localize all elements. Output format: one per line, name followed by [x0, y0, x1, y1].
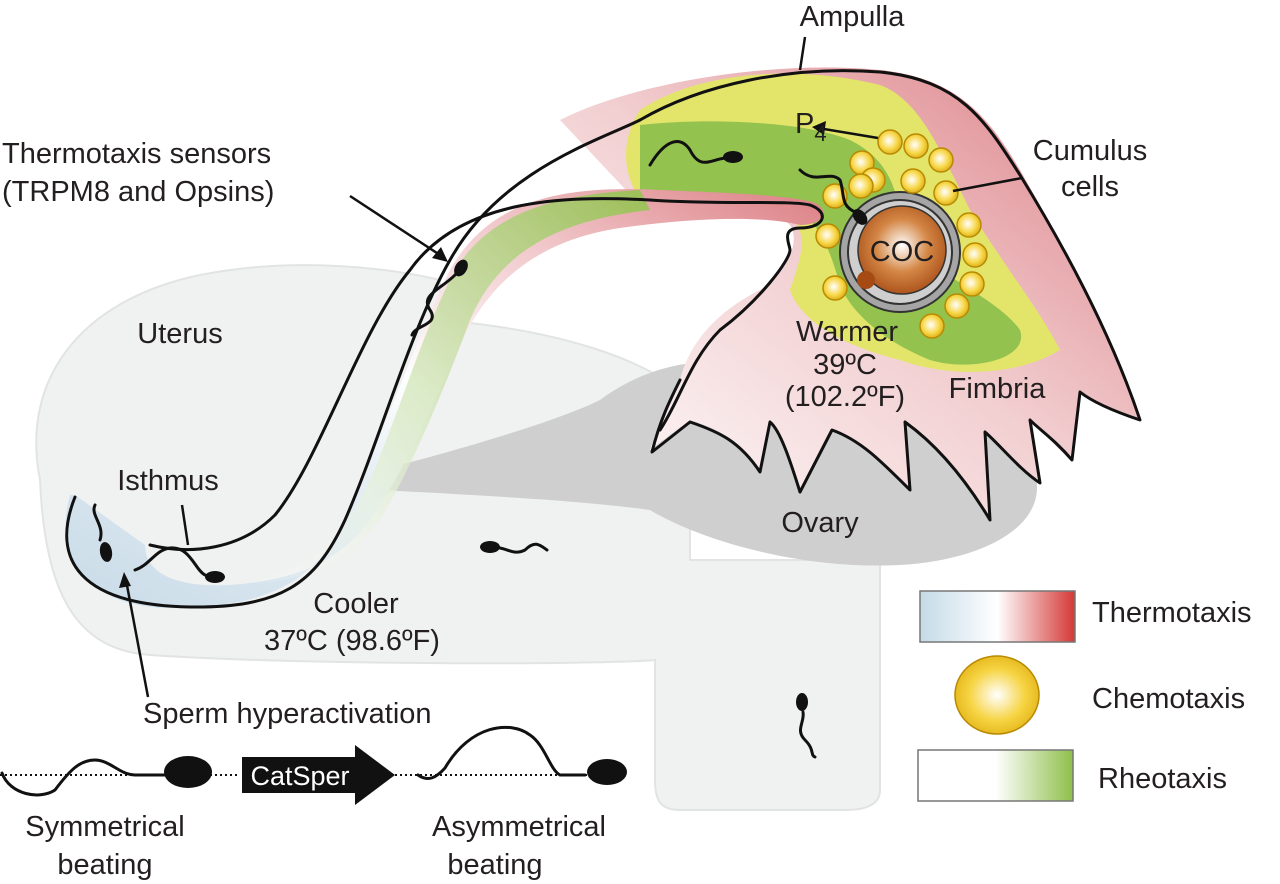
hyperactivation-label: Sperm hyperactivation [143, 698, 432, 730]
oviduct-outer-outline [65, 118, 642, 609]
sperm-isthmus-2 [133, 546, 225, 583]
warmer-line3: (102.2ºF) [785, 381, 905, 413]
asymmetric-line1: Asymmetrical [432, 811, 606, 843]
asymmetric-beating-sperm [395, 725, 627, 785]
thermo-sensors-line1: Thermotaxis sensors [2, 138, 271, 170]
legend-chemotaxis-icon [954, 655, 1040, 735]
sperm-uterus-1 [480, 541, 549, 554]
legend-chemotaxis-label: Chemotaxis [1092, 683, 1245, 715]
cumulus-cell [919, 313, 945, 339]
cumulus-cell [877, 129, 903, 155]
cooler-line1: Cooler [313, 588, 399, 620]
oocyte [857, 205, 947, 295]
hyperactivation-arrow [119, 572, 150, 698]
thermo-sensor-arrow [349, 194, 448, 262]
isthmus-label: Isthmus [117, 465, 219, 497]
cumulus-cell [933, 180, 959, 206]
p4-base: P [795, 108, 814, 140]
asymmetric-line2: beating [447, 849, 542, 881]
cumulus-cell [962, 242, 988, 268]
isthmus-leader [180, 504, 190, 546]
cumulus-label-line2: cells [1061, 171, 1119, 203]
cumulus-cell [848, 173, 874, 199]
cumulus-cell [959, 271, 985, 297]
sperm-ampulla-1 [648, 140, 743, 167]
catsper-arrow: CatSper [242, 745, 395, 805]
cumulus-cell [900, 168, 926, 194]
sperm-oviduct [410, 259, 468, 337]
symmetric-line1: Symmetrical [25, 811, 185, 843]
sperm-uterus-2 [796, 693, 817, 759]
legend-thermotaxis-label: Thermotaxis [1092, 597, 1252, 629]
legend: Thermotaxis Chemotaxis Rheotaxis [917, 590, 1252, 802]
cumulus-cell [944, 293, 970, 319]
oviduct-inner-outline [148, 197, 824, 551]
fimbria-label: Fimbria [949, 373, 1047, 405]
coc-label: COC [870, 236, 934, 268]
ampulla-outline [638, 69, 1142, 522]
sperm-at-coc [798, 168, 868, 225]
catsper-label: CatSper [250, 761, 349, 791]
cumulus-leader [952, 176, 1023, 193]
symmetric-beating-sperm [0, 756, 240, 797]
thermo-sensors-line2: (TRPM8 and Opsins) [2, 176, 274, 208]
sperm-isthmus-1 [92, 503, 113, 562]
legend-rheotaxis-label: Rheotaxis [1098, 763, 1227, 795]
cumulus-cell [903, 133, 929, 159]
cumulus-cell [956, 212, 982, 238]
p4-label: P4 [795, 108, 827, 146]
ampulla-leader [798, 36, 807, 71]
symmetric-line2: beating [57, 849, 152, 881]
ampulla-label: Ampulla [800, 1, 906, 33]
cumulus-cell [928, 147, 954, 173]
cumulus-cell [822, 275, 848, 301]
cumulus-cell [815, 223, 841, 249]
cumulus-cells [815, 129, 988, 339]
warmer-line1: Warmer [796, 316, 898, 348]
legend-rheotaxis-swatch [917, 749, 1074, 802]
coc-complex: COC [839, 191, 961, 313]
p4-arrow [812, 121, 879, 140]
uterus-label: Uterus [137, 318, 222, 350]
p4-subscript: 4 [814, 121, 826, 146]
cooler-line2: 37ºC (98.6ºF) [264, 625, 440, 657]
legend-thermotaxis-swatch [919, 590, 1076, 643]
cumulus-label-line1: Cumulus [1033, 135, 1147, 167]
ovary-label: Ovary [781, 507, 859, 539]
warmer-line2: 39ºC [813, 349, 877, 381]
